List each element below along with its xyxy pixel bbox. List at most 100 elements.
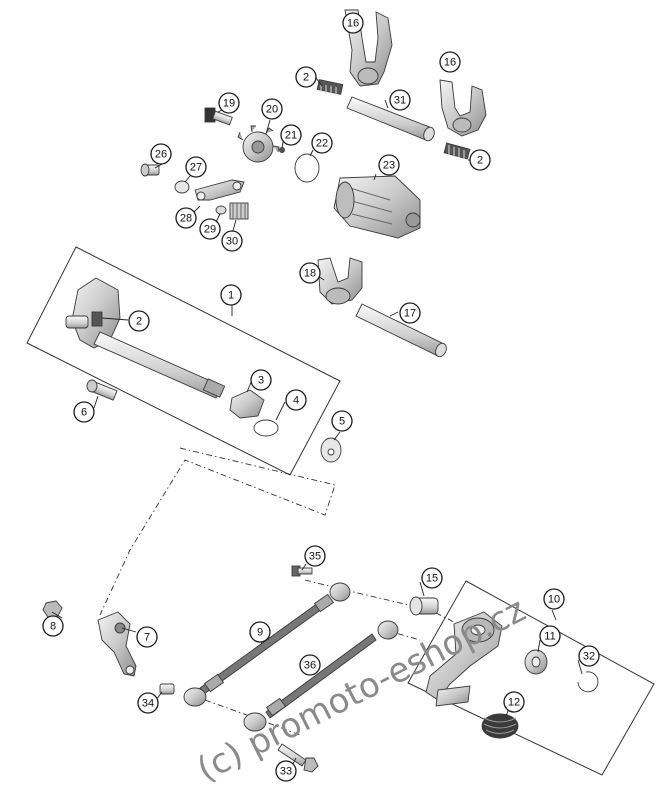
- callout-number: 28: [180, 213, 192, 225]
- callout-number: 20: [266, 104, 278, 116]
- watermark-text: (c) promoto-eshop.cz: [191, 590, 532, 790]
- callout-number: 5: [339, 416, 345, 428]
- callout-circle: [150, 143, 172, 165]
- assembly-line-shaft-washer: [99, 447, 336, 616]
- callout-circle: [185, 156, 207, 178]
- callout-19: 19: [218, 92, 240, 114]
- callout-circle: [439, 51, 461, 73]
- shift-fork-18: [317, 257, 363, 305]
- ring-22: [294, 153, 320, 183]
- bolt-33: [277, 743, 319, 773]
- shift-fork-16-right: [439, 79, 487, 137]
- callout-number: 16: [444, 57, 456, 69]
- callout-30: 30: [221, 230, 243, 252]
- callout-12: 12: [503, 691, 525, 713]
- shift-rod-9: [183, 582, 351, 707]
- callout-circle: [199, 218, 221, 240]
- callout-number: 6: [81, 407, 87, 419]
- callout-circle: [261, 98, 283, 120]
- callout-16: 16: [439, 51, 461, 73]
- locking-lever-assembly: [194, 179, 249, 220]
- callout-2: 2: [295, 66, 317, 88]
- shift-drum-star-20: [237, 125, 280, 163]
- shift-shaft-group-frame: [26, 246, 341, 476]
- callout-circle: [421, 567, 443, 589]
- callout-number: 34: [142, 698, 154, 710]
- callout-8: 8: [42, 615, 64, 637]
- spring-2-right: [443, 142, 471, 160]
- callout-36: 36: [299, 654, 321, 676]
- callout-7: 7: [136, 626, 158, 648]
- callout-number: 8: [50, 621, 56, 633]
- callout-18: 18: [299, 262, 321, 284]
- pedal-rubber-12: [481, 713, 519, 739]
- callout-circle: [342, 12, 364, 34]
- bolt-26: [140, 163, 160, 177]
- fork-shaft-31: [346, 96, 435, 142]
- callout-circle: [311, 132, 333, 154]
- callout-26: 26: [150, 143, 172, 165]
- callout-circle: [249, 621, 271, 643]
- callout-number: 2: [136, 316, 142, 328]
- callout-5: 5: [331, 410, 353, 432]
- callout-circle: [503, 691, 525, 713]
- callout-20: 20: [261, 98, 283, 120]
- callout-number: 35: [309, 551, 321, 563]
- callout-4: 4: [285, 389, 307, 411]
- callout-number: 27: [190, 162, 202, 174]
- callout-circle: [378, 154, 400, 176]
- callout-2: 2: [128, 310, 150, 332]
- callout-1: 1: [220, 284, 242, 306]
- collar-3: [229, 389, 265, 419]
- callout-circle: [42, 615, 64, 637]
- callout-circle: [299, 262, 321, 284]
- callout-circle: [218, 92, 240, 114]
- callout-10: 10: [543, 588, 565, 610]
- callout-number: 15: [426, 573, 438, 585]
- callout-number: 18: [304, 268, 316, 280]
- circlip-4: [253, 419, 279, 437]
- callout-number: 21: [285, 130, 297, 142]
- callout-circle: [331, 410, 353, 432]
- screw-19: [204, 107, 233, 126]
- callout-circle: [221, 230, 243, 252]
- callout-circle: [280, 124, 302, 146]
- callout-22: 22: [311, 132, 333, 154]
- callout-circle: [304, 545, 326, 567]
- callout-circle: [295, 66, 317, 88]
- bolt-35: [291, 565, 313, 577]
- callout-circle: [136, 626, 158, 648]
- callout-3: 3: [250, 369, 272, 391]
- callout-number: 32: [583, 651, 595, 663]
- bushing-34: [159, 683, 175, 695]
- callout-number: 9: [257, 627, 263, 639]
- shift-drum-23: [333, 175, 421, 239]
- callout-number: 29: [204, 224, 216, 236]
- callout-circle: [128, 310, 150, 332]
- leader-lines: [51, 77, 583, 767]
- callout-33: 33: [275, 760, 297, 782]
- pin-21: [279, 147, 285, 153]
- callout-number: 22: [316, 138, 328, 150]
- bolt-6: [86, 379, 118, 401]
- callout-6: 6: [73, 401, 95, 423]
- callout-circle: [469, 149, 491, 171]
- callout-circle: [220, 284, 242, 306]
- callout-21: 21: [280, 124, 302, 146]
- callout-number: 23: [383, 160, 395, 172]
- callout-circle: [399, 302, 421, 324]
- sleeve-15: [409, 596, 439, 616]
- callout-circle: [175, 207, 197, 229]
- nut-8: [42, 600, 63, 618]
- callout-29: 29: [199, 218, 221, 240]
- callout-circle: [539, 625, 561, 647]
- callout-circle: [137, 692, 159, 714]
- callout-number: 11: [544, 631, 555, 643]
- callout-circle: [285, 389, 307, 411]
- callout-number: 7: [144, 632, 150, 644]
- washer-5-hole: [327, 448, 335, 456]
- assembly-line-linkage: [204, 579, 461, 736]
- callout-number: 12: [508, 697, 520, 709]
- callout-11: 11: [539, 625, 561, 647]
- callout-circle: [389, 89, 411, 111]
